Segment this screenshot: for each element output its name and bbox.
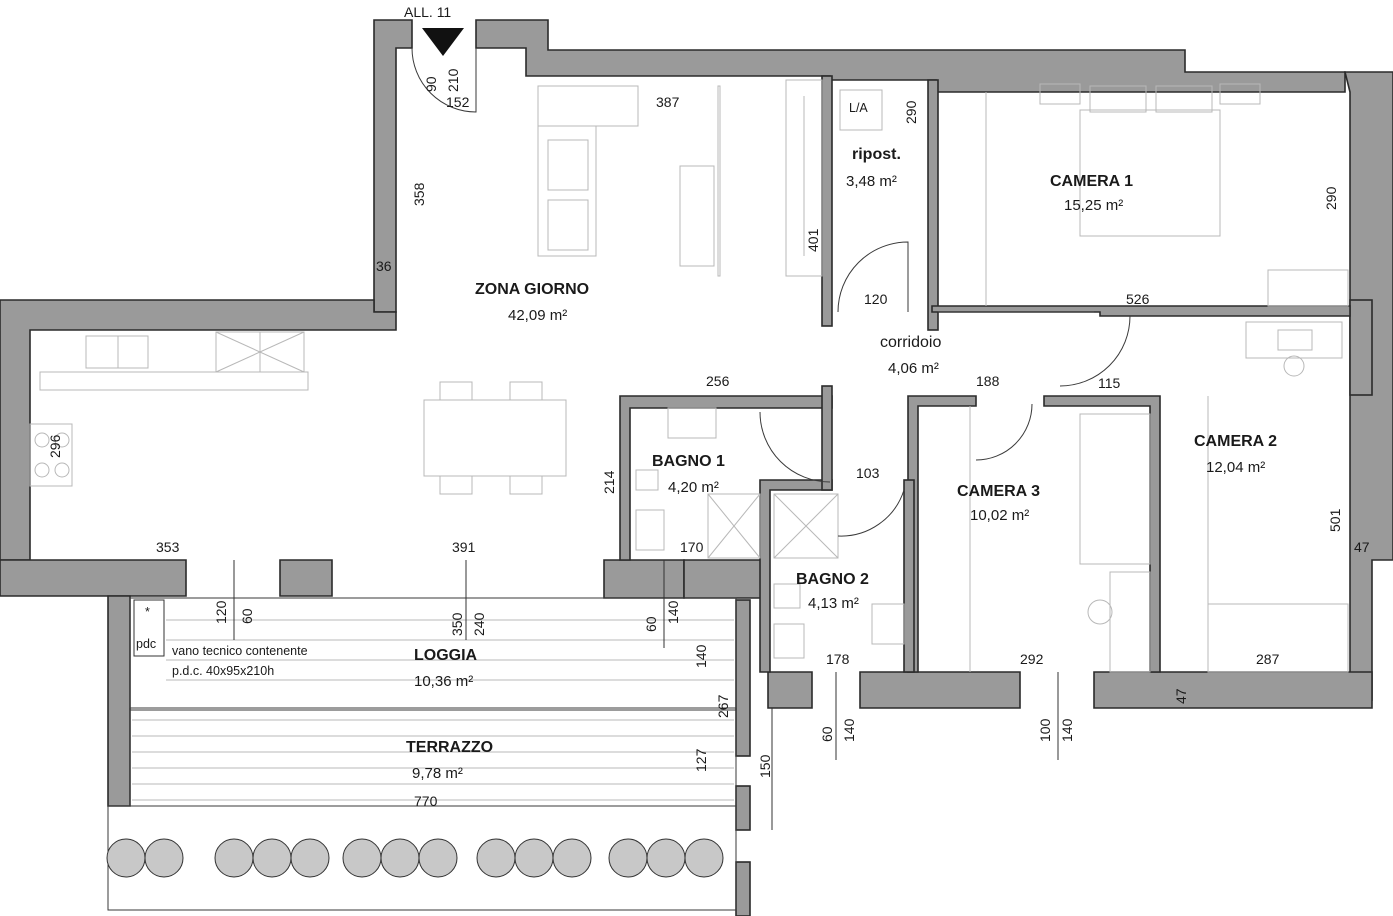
dim-188: 188 — [976, 373, 1000, 389]
room-name-bagno1: BAGNO 1 — [652, 453, 725, 470]
dim-120: 120 — [864, 291, 888, 307]
dim-w240: 240 — [471, 612, 487, 636]
furniture — [29, 79, 1349, 673]
room-area-loggia: 10,36 m² — [414, 673, 473, 690]
dim-267: 267 — [715, 694, 731, 718]
dim-290a: 290 — [903, 100, 919, 124]
room-area-bagno1: 4,20 m² — [668, 479, 719, 496]
dim-w140b: 140 — [841, 718, 857, 742]
dim-526: 526 — [1126, 291, 1150, 307]
dim-353: 353 — [156, 539, 180, 555]
dim-401: 401 — [805, 228, 821, 252]
room-area-bagno2: 4,13 m² — [808, 595, 859, 612]
north-marker-icon — [422, 28, 464, 56]
room-area-corridoio: 4,06 m² — [888, 360, 939, 377]
dim-287: 287 — [1256, 651, 1280, 667]
dim-w140: 140 — [665, 600, 681, 624]
room-area-terrazzo: 9,78 m² — [412, 765, 463, 782]
dim-entry-w: 90 — [423, 76, 439, 92]
room-name-loggia: LOGGIA — [414, 647, 478, 664]
decking — [107, 597, 737, 911]
room-area-camera3: 10,02 m² — [970, 507, 1029, 524]
dim-170: 170 — [680, 539, 704, 555]
dim-140r: 140 — [693, 644, 709, 668]
dim-w100: 100 — [1037, 718, 1053, 742]
room-name-zona-giorno: ZONA GIORNO — [475, 281, 589, 298]
dim-115: 115 — [1098, 375, 1121, 391]
room-name-bagno2: BAGNO 2 — [796, 571, 869, 588]
room-name-camera3: CAMERA 3 — [957, 483, 1040, 500]
dim-770: 770 — [414, 793, 438, 809]
dim-290b: 290 — [1323, 186, 1339, 210]
dim-150: 150 — [757, 754, 773, 778]
dim-entry-h: 210 — [445, 68, 461, 92]
dim-w350: 350 — [449, 612, 465, 636]
dim-391: 391 — [452, 539, 476, 555]
doors — [411, 47, 1131, 537]
dim-47a: 47 — [1354, 539, 1370, 555]
appliance-label: L/A — [849, 101, 868, 115]
room-area-camera2: 12,04 m² — [1206, 459, 1265, 476]
dim-w60: 60 — [239, 608, 255, 624]
dim-387: 387 — [656, 94, 680, 110]
room-area-camera1: 15,25 m² — [1064, 197, 1123, 214]
dim-w60b: 60 — [643, 616, 659, 632]
dim-178: 178 — [826, 651, 850, 667]
dim-127: 127 — [693, 748, 709, 772]
room-name-ripostiglio: ripost. — [852, 146, 901, 163]
dim-296: 296 — [47, 434, 63, 458]
dim-w140c: 140 — [1059, 718, 1075, 742]
room-name-corridoio: corridoio — [880, 334, 941, 351]
room-name-camera1: CAMERA 1 — [1050, 173, 1133, 190]
pdc-box — [133, 599, 165, 657]
room-name-camera2: CAMERA 2 — [1194, 433, 1277, 450]
dim-292: 292 — [1020, 651, 1044, 667]
room-area-zona-giorno: 42,09 m² — [508, 307, 567, 324]
dim-36: 36 — [376, 258, 392, 274]
dim-358: 358 — [411, 182, 427, 206]
sheet-ref: ALL. 11 — [404, 4, 451, 20]
dim-47b: 47 — [1173, 688, 1189, 704]
pdc-label: pdc — [136, 637, 156, 651]
walls — [0, 19, 1393, 916]
hedge — [106, 838, 724, 878]
room-area-ripostiglio: 3,48 m² — [846, 173, 897, 190]
dim-256: 256 — [706, 373, 730, 389]
dim-entry-152: 152 — [446, 94, 470, 110]
tech-note-line2: p.d.c. 40x95x210h — [172, 664, 274, 678]
room-name-terrazzo: TERRAZZO — [406, 739, 493, 756]
dim-w120: 120 — [213, 600, 229, 624]
dim-214: 214 — [601, 470, 617, 494]
dim-w60c: 60 — [819, 726, 835, 742]
dim-501: 501 — [1327, 508, 1343, 532]
pdc-mark: * — [145, 605, 150, 619]
tech-note-line1: vano tecnico contenente — [172, 644, 308, 658]
dimension-lines — [233, 560, 1059, 830]
dim-103: 103 — [856, 465, 880, 481]
